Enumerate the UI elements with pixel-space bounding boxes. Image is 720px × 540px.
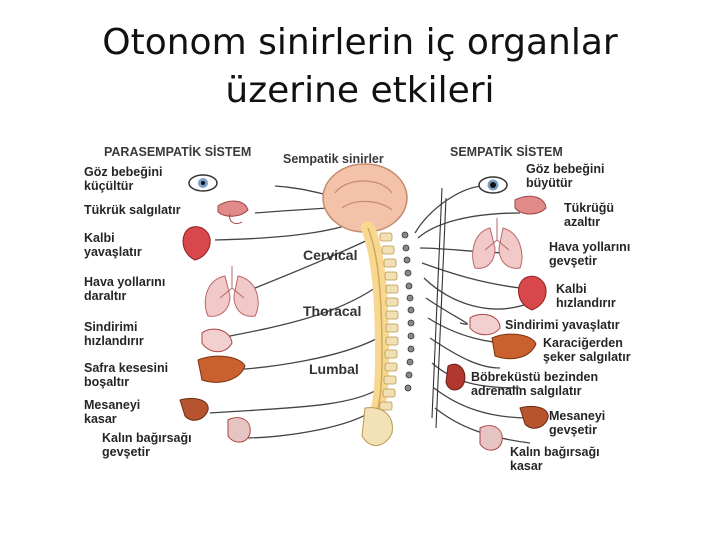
page-title-line-1: Otonom sinirlerin iç organlar [102,22,618,63]
vertebral-column [379,232,399,411]
liver-icon [491,333,537,360]
sympathetic-header: SEMPATİK SİSTEM [450,144,563,159]
intestine-icon [479,425,503,451]
right-effect-5-line-1: Sindirimi yavaşlatır [505,318,620,332]
right-effect-7-line-1: Böbreküstü bezinden [471,370,598,384]
left-effect-5-line-1: Sindirimi [84,320,137,334]
right-effect-6-line-2: şeker salgılatır [543,350,631,364]
liver-icon [197,355,246,383]
autonomic-nervous-system-diagram: PARASEMPATİK SİSTEM SEMPATİK SİSTEM Semp… [84,144,631,473]
right-effect-2-line-2: azaltır [564,215,600,229]
parasympathetic-header: PARASEMPATİK SİSTEM [104,144,251,159]
left-effect-7-line-2: kasar [84,412,117,426]
right-effect-7-line-2: adrenalin salgılatır [471,384,582,398]
right-effect-6-line-1: Karaciğerden [543,336,623,350]
lungs-icon [472,218,523,269]
page-title-line-2: üzerine etkileri [225,70,495,111]
heart-icon [182,226,211,261]
parasympathetic-effects: Göz bebeğini küçültür Tükrük salgılatır … [84,165,192,459]
left-effect-3-line-1: Kalbi [84,231,115,245]
salivary-gland-icon [217,200,249,225]
left-effect-8-line-1: Kalın bağırsağı [102,431,192,445]
left-effect-2-line-1: Tükrük salgılatır [84,203,181,217]
bladder-icon [519,405,549,429]
sympathetic-nerves-label: Sempatik sinirler [283,152,384,166]
left-effect-4-line-2: daraltır [84,289,127,303]
bladder-icon [179,397,209,421]
sympathetic-nerves [414,185,531,444]
left-effect-1-line-1: Göz bebeğini [84,165,162,179]
right-effect-1-line-1: Göz bebeğini [526,162,604,176]
right-effect-1-line-2: büyütür [526,176,573,190]
eye-icon [188,174,218,192]
right-effect-8-line-1: Mesaneyi [549,409,605,423]
left-effect-7-line-1: Mesaneyi [84,398,140,412]
cervical-region-label: Cervical [303,247,357,263]
sympathetic-ganglia [401,231,415,392]
left-effect-5-line-2: hızlandırır [84,334,144,348]
right-effect-2-line-1: Tükrüğü [564,201,614,215]
right-effect-4-line-1: Kalbi [556,282,587,296]
left-effect-8-line-2: gevşetir [102,445,150,459]
thoracal-region-label: Thoracal [303,303,361,319]
stomach-icon [469,313,501,336]
left-effect-6-line-2: boşaltır [84,375,129,389]
left-effect-4-line-1: Hava yollarını [84,275,165,289]
salivary-gland-icon [514,195,547,215]
lumbal-region-label: Lumbal [309,361,359,377]
right-effect-9-line-2: kasar [510,459,543,473]
left-effect-6-line-1: Safra kesesini [84,361,168,375]
heart-icon [518,275,547,311]
right-effect-3-line-2: gevşetir [549,254,597,268]
kidney-icon [445,363,466,391]
right-effect-8-line-2: gevşetir [549,423,597,437]
stomach-icon [201,328,233,353]
sympathetic-effects: Göz bebeğini büyütür Tükrüğü azaltır Hav… [471,162,631,473]
left-effect-1-line-2: küçültür [84,179,133,193]
eye-icon [478,176,508,194]
sacrum [361,407,393,446]
intestine-icon [227,417,251,443]
right-effect-4-line-2: hızlandırır [556,296,616,310]
lungs-icon [204,266,259,317]
right-effect-3-line-1: Hava yollarını [549,240,630,254]
left-effect-3-line-2: yavaşlatır [84,245,142,259]
right-effect-9-line-1: Kalın bağırsağı [510,445,600,459]
